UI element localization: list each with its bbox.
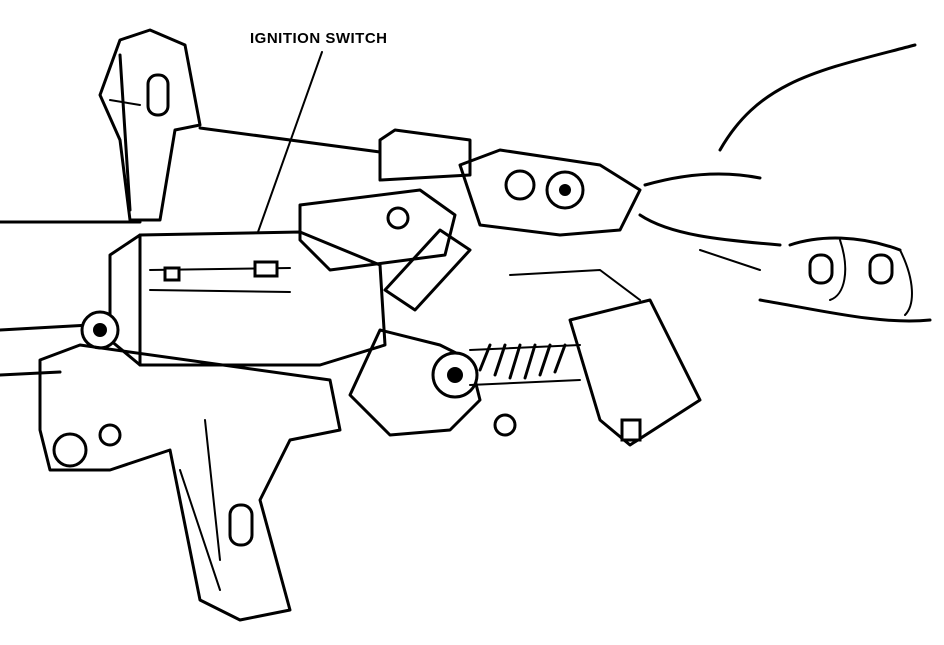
- electrical-connector: [509, 269, 702, 447]
- ignition-switch-body: [108, 230, 387, 367]
- return-spring: [469, 343, 581, 386]
- column-tube: [0, 126, 382, 377]
- ignition-switch-label: IGNITION SWITCH: [250, 30, 388, 47]
- ratchet-tool: [383, 148, 642, 312]
- ignition-switch-leader-line: [257, 51, 323, 233]
- upper-mounting-bracket: [98, 28, 202, 222]
- technician-hand: [638, 43, 932, 323]
- lock-housing: [298, 128, 517, 437]
- lower-bracket: [38, 343, 342, 622]
- mounting-screw: [80, 310, 120, 350]
